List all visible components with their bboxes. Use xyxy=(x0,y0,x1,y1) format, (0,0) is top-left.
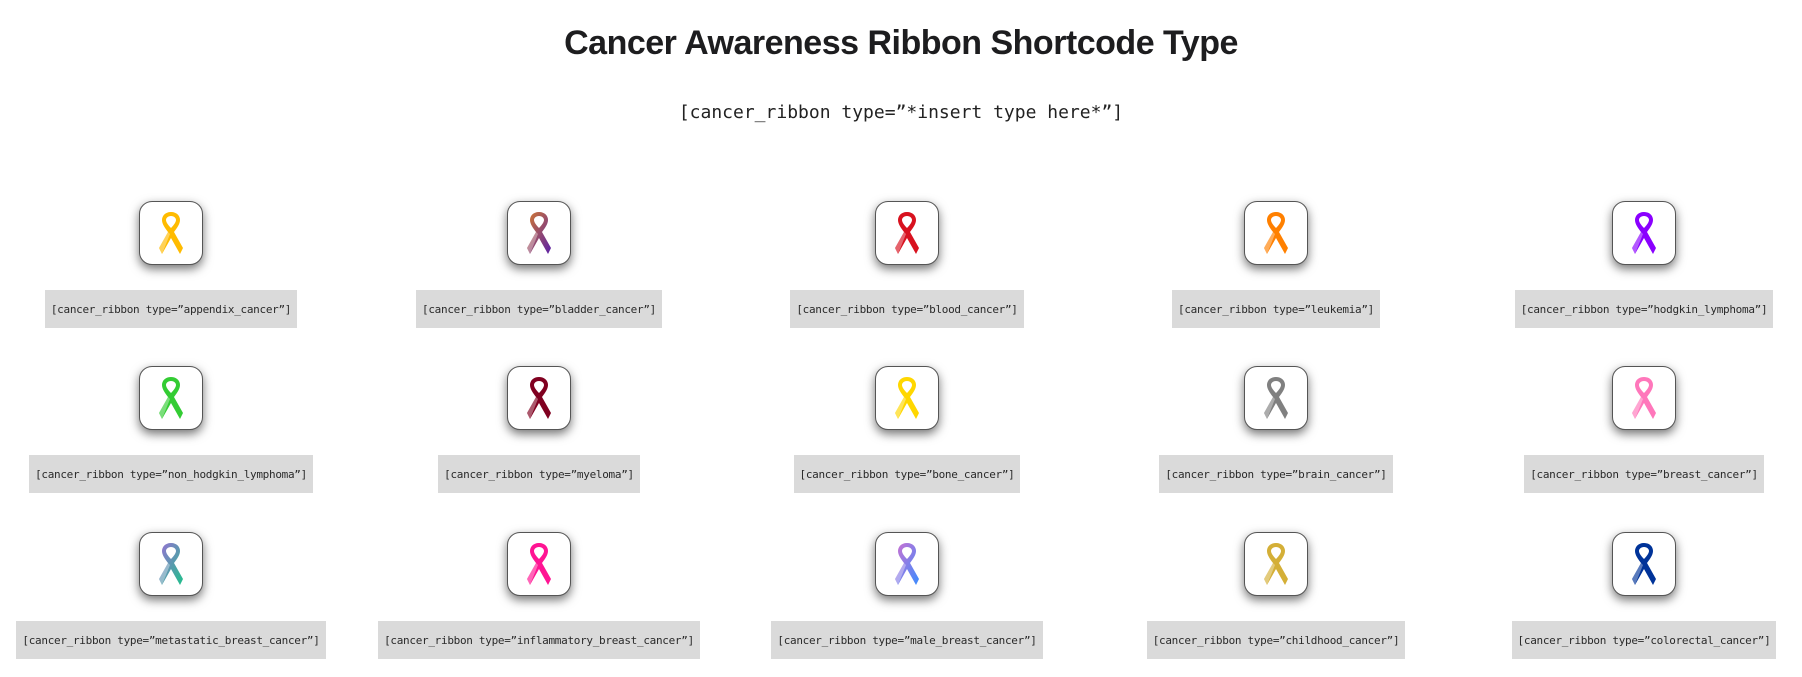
ribbon-item: [cancer_ribbon type=”breast_cancer”] xyxy=(1460,366,1802,493)
awareness-ribbon-icon xyxy=(159,377,183,419)
awareness-ribbon-icon xyxy=(1632,212,1656,254)
ribbon-item: [cancer_ribbon type=”hodgkin_lymphoma”] xyxy=(1460,201,1802,328)
awareness-ribbon-icon xyxy=(1632,543,1656,585)
shortcode-label[interactable]: [cancer_ribbon type=”blood_cancer”] xyxy=(790,290,1024,328)
ribbon-icon-box xyxy=(139,532,203,596)
shortcode-label[interactable]: [cancer_ribbon type=”hodgkin_lymphoma”] xyxy=(1514,290,1774,328)
ribbon-icon-box xyxy=(507,366,571,430)
ribbon-item: [cancer_ribbon type=”appendix_cancer”] xyxy=(0,201,355,328)
shortcode-label[interactable]: [cancer_ribbon type=”leukemia”] xyxy=(1172,290,1380,328)
ribbon-item: [cancer_ribbon type=”brain_cancer”] xyxy=(1092,366,1460,493)
ribbon-icon-box xyxy=(1612,366,1676,430)
shortcode-label[interactable]: [cancer_ribbon type=”inflammatory_breast… xyxy=(378,621,700,659)
ribbon-item: [cancer_ribbon type=”childhood_cancer”] xyxy=(1092,532,1460,659)
shortcode-label[interactable]: [cancer_ribbon type=”brain_cancer”] xyxy=(1159,455,1393,493)
ribbon-icon-box xyxy=(1612,201,1676,265)
page-title: Cancer Awareness Ribbon Shortcode Type xyxy=(564,24,1238,62)
shortcode-label[interactable]: [cancer_ribbon type=”bone_cancer”] xyxy=(793,455,1021,493)
ribbon-item: [cancer_ribbon type=”blood_cancer”] xyxy=(723,201,1091,328)
awareness-ribbon-icon xyxy=(159,212,183,254)
ribbon-icon-box xyxy=(1244,532,1308,596)
awareness-ribbon-icon xyxy=(527,543,551,585)
shortcode-label[interactable]: [cancer_ribbon type=”male_breast_cancer”… xyxy=(771,621,1043,659)
awareness-ribbon-icon xyxy=(1264,212,1288,254)
shortcode-usage: [cancer_ribbon type=”*insert type here*”… xyxy=(678,102,1124,123)
ribbon-icon-box xyxy=(875,366,939,430)
ribbon-item: [cancer_ribbon type=”bladder_cancer”] xyxy=(355,201,723,328)
ribbon-icon-box xyxy=(139,366,203,430)
shortcode-label[interactable]: [cancer_ribbon type=”myeloma”] xyxy=(438,455,640,493)
awareness-ribbon-icon xyxy=(895,377,919,419)
ribbon-icon-box xyxy=(1244,366,1308,430)
shortcode-label[interactable]: [cancer_ribbon type=”non_hodgkin_lymphom… xyxy=(29,455,313,493)
awareness-ribbon-icon xyxy=(895,543,919,585)
awareness-ribbon-icon xyxy=(895,212,919,254)
ribbon-icon-box xyxy=(875,201,939,265)
ribbon-icon-box xyxy=(1612,532,1676,596)
ribbon-item: [cancer_ribbon type=”non_hodgkin_lymphom… xyxy=(0,366,355,493)
awareness-ribbon-icon xyxy=(1264,377,1288,419)
shortcode-label[interactable]: [cancer_ribbon type=”metastatic_breast_c… xyxy=(16,621,326,659)
ribbon-icon-box xyxy=(507,532,571,596)
shortcode-label[interactable]: [cancer_ribbon type=”appendix_cancer”] xyxy=(44,290,298,328)
ribbon-item: [cancer_ribbon type=”metastatic_breast_c… xyxy=(0,532,355,659)
ribbon-icon-box xyxy=(139,201,203,265)
awareness-ribbon-icon xyxy=(1632,377,1656,419)
shortcode-label[interactable]: [cancer_ribbon type=”colorectal_cancer”] xyxy=(1511,621,1777,659)
shortcode-label[interactable]: [cancer_ribbon type=”breast_cancer”] xyxy=(1524,455,1764,493)
ribbon-item: [cancer_ribbon type=”inflammatory_breast… xyxy=(355,532,723,659)
ribbon-icon-box xyxy=(875,532,939,596)
ribbon-item: [cancer_ribbon type=”male_breast_cancer”… xyxy=(723,532,1091,659)
awareness-ribbon-icon xyxy=(527,212,551,254)
ribbon-item: [cancer_ribbon type=”leukemia”] xyxy=(1092,201,1460,328)
awareness-ribbon-icon xyxy=(159,543,183,585)
shortcode-label[interactable]: [cancer_ribbon type=”bladder_cancer”] xyxy=(416,290,662,328)
awareness-ribbon-icon xyxy=(527,377,551,419)
ribbon-item: [cancer_ribbon type=”bone_cancer”] xyxy=(723,366,1091,493)
ribbon-item: [cancer_ribbon type=”colorectal_cancer”] xyxy=(1460,532,1802,659)
ribbon-item: [cancer_ribbon type=”myeloma”] xyxy=(355,366,723,493)
awareness-ribbon-icon xyxy=(1264,543,1288,585)
ribbon-icon-box xyxy=(507,201,571,265)
shortcode-label[interactable]: [cancer_ribbon type=”childhood_cancer”] xyxy=(1146,621,1406,659)
ribbon-icon-box xyxy=(1244,201,1308,265)
